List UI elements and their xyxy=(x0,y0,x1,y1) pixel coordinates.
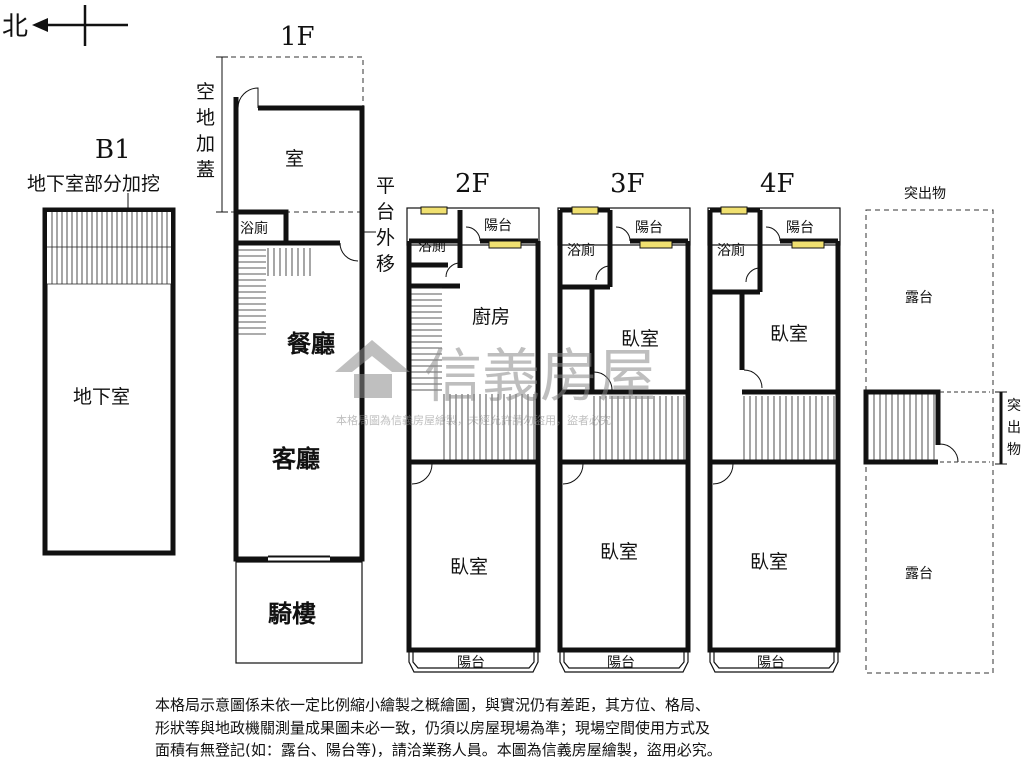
room-balcony-bottom-4f: 陽台 xyxy=(757,655,785,671)
room-living: 客廳 xyxy=(272,445,320,473)
room-dining: 餐廳 xyxy=(287,330,335,358)
door-icon xyxy=(339,242,359,262)
roof-title: 突出物 xyxy=(904,186,946,202)
stairs-4f xyxy=(743,396,835,460)
floor-b1: B1 地下室部分加挖 地下室 xyxy=(27,135,176,556)
side-note-platform-moved: 平 台 外 移 xyxy=(376,175,395,275)
disclaimer-text: 本格局示意圖係未依一定比例縮小繪製之概繪圖，與實況仍有差距，其方位、格局、 形狀… xyxy=(155,694,875,762)
svg-text:蓋: 蓋 xyxy=(196,159,215,181)
house-logo-icon xyxy=(335,340,410,372)
north-compass: 北 xyxy=(2,5,128,46)
window-icon xyxy=(720,206,748,215)
door-icon xyxy=(411,463,433,485)
door-icon xyxy=(595,265,611,281)
svg-text:空: 空 xyxy=(196,81,215,103)
floor-3f: 3F 浴廁 陽台 臥室 臥室 陽台 xyxy=(557,169,691,673)
svg-text:台: 台 xyxy=(376,201,395,223)
watermark-notice: 本格局圖為信義房屋繪製，未經允許請勿盜用，盜者必究 xyxy=(336,413,611,427)
svg-text:外: 外 xyxy=(376,227,395,249)
floor-title-3f: 3F xyxy=(610,169,645,199)
stairs-roof xyxy=(867,394,935,460)
floor-4f: 4F 浴廁 陽台 臥室 臥室 陽台 xyxy=(707,169,841,673)
door-icon xyxy=(743,369,763,389)
svg-text:物: 物 xyxy=(1007,442,1021,458)
room-bedroom-4f: 臥室 xyxy=(750,551,788,573)
room-bedroom-3f: 臥室 xyxy=(600,541,638,563)
door-icon xyxy=(445,262,461,278)
stairs-3f xyxy=(593,396,685,460)
room-bedroom-top-3f: 臥室 xyxy=(621,328,659,350)
roof-projection: 突出物 露台 突 出 物 露台 xyxy=(863,186,1021,674)
room-bedroom-2f: 臥室 xyxy=(450,556,488,578)
door-icon xyxy=(939,443,959,463)
svg-text:平: 平 xyxy=(376,175,395,197)
room-balcony-bottom-2f: 陽台 xyxy=(457,655,485,671)
window-icon xyxy=(420,206,448,215)
window-icon xyxy=(571,206,599,215)
floor-title-4f: 4F xyxy=(760,169,795,199)
svg-text:出: 出 xyxy=(1007,420,1021,436)
room-balcony-top-3f: 陽台 xyxy=(635,220,663,236)
stairs-2f xyxy=(411,287,535,460)
door-icon xyxy=(615,226,631,242)
floor-title-b1: B1 xyxy=(95,135,131,165)
side-note-added-space: 空 地 加 蓋 xyxy=(196,81,215,181)
door-icon xyxy=(465,226,481,242)
room-bedroom-top-4f: 臥室 xyxy=(770,323,808,345)
disclaimer-line: 本格局示意圖係未依一定比例縮小繪製之概繪圖，與實況仍有差距，其方位、格局、 xyxy=(155,696,711,714)
svg-text:加: 加 xyxy=(196,133,215,155)
room-kitchen: 廚房 xyxy=(472,305,510,328)
room-bath-1f: 浴廁 xyxy=(240,220,268,237)
disclaimer-line: 面積有無登記(如：露台、陽台等)，請洽業務人員。本圖為信義房屋繪製，盜用必究。 xyxy=(155,741,722,759)
door-icon xyxy=(593,371,613,391)
room-bath-2f: 浴廁 xyxy=(418,238,446,255)
floor-title-2f: 2F xyxy=(455,169,490,199)
room-balcony-top-2f: 陽台 xyxy=(484,218,512,234)
room-bath-4f: 浴廁 xyxy=(717,242,745,259)
room-balcony-top-4f: 陽台 xyxy=(786,220,814,236)
window-icon xyxy=(791,240,825,249)
added-space-outline xyxy=(221,56,364,213)
disclaimer-line: 形狀等與地政機關測量成果圖未必一致，仍須以房屋現場為準；現場空間使用方式及 xyxy=(155,718,711,737)
room-arcade: 騎樓 xyxy=(268,600,316,628)
room-terrace-top: 露台 xyxy=(905,290,933,306)
b1-dig-note: 地下室部分加挖 xyxy=(27,173,160,195)
svg-text:移: 移 xyxy=(376,253,395,275)
arrow-left-icon xyxy=(32,18,48,32)
arcade-area xyxy=(235,561,363,664)
watermark-brand: 信義房屋 xyxy=(424,342,656,410)
floor-1f: 1F 空 地 加 蓋 平 台 外 移 浴廁 室 餐廳 客廳 xyxy=(196,22,395,664)
door-icon xyxy=(745,267,761,283)
window-icon xyxy=(488,240,522,249)
floor-2f: 2F 浴廁 陽台 廚房 臥室 陽台 xyxy=(406,169,541,673)
room-balcony-bottom-3f: 陽台 xyxy=(607,655,635,671)
door-icon xyxy=(237,87,259,109)
stairs-1f xyxy=(238,248,311,335)
side-note-projection: 突 出 物 xyxy=(1007,398,1021,458)
room-bath-3f: 浴廁 xyxy=(567,242,595,259)
floor-title-1f: 1F xyxy=(280,22,315,52)
door-icon xyxy=(562,463,584,485)
b1-stair-hatch xyxy=(47,212,171,285)
window-icon xyxy=(639,240,673,249)
door-icon xyxy=(765,226,781,242)
svg-text:突: 突 xyxy=(1007,398,1021,414)
room-1f-top: 室 xyxy=(285,148,304,170)
north-label: 北 xyxy=(2,12,28,42)
svg-text:地: 地 xyxy=(196,107,215,129)
room-basement: 地下室 xyxy=(73,386,130,408)
room-terrace-bottom: 露台 xyxy=(905,566,933,582)
door-icon xyxy=(712,463,734,485)
watermark: 信義房屋 本格局圖為信義房屋繪製，未經允許請勿盜用，盜者必究 xyxy=(335,340,656,427)
